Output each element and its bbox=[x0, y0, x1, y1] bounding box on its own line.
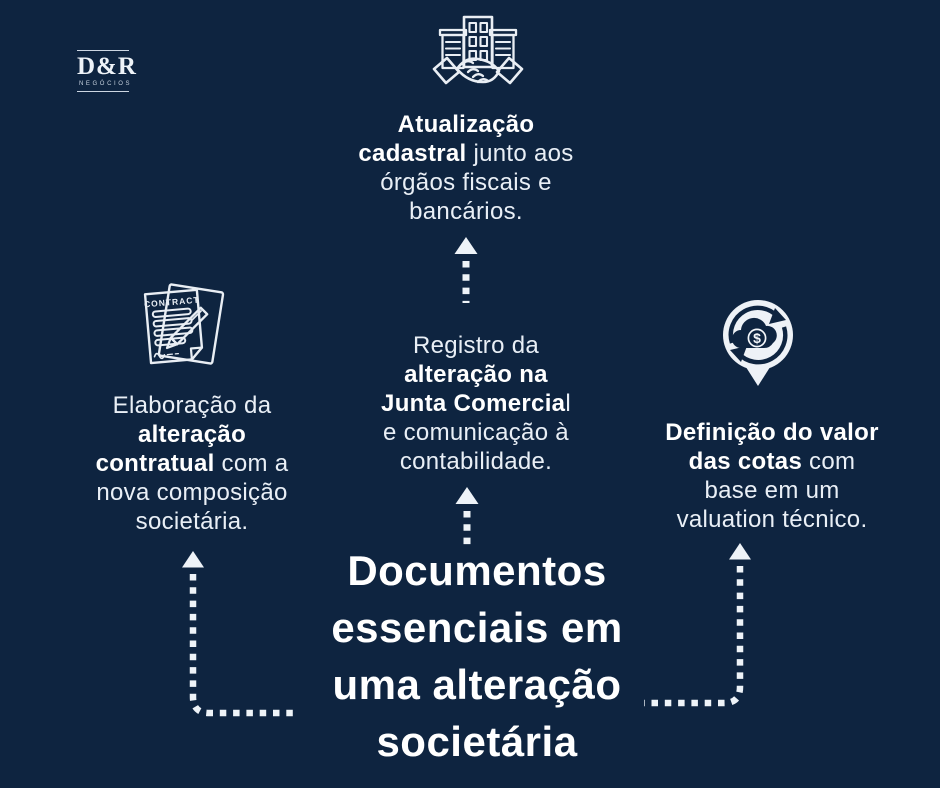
dotted-elbow-arrow-right bbox=[644, 543, 751, 707]
node-left-bold: alteração contratual bbox=[95, 421, 247, 477]
node-left-text: Elaboração da alteração contratual com a… bbox=[42, 391, 342, 536]
brand-logo: D&R NEGÓCIOS bbox=[77, 50, 137, 92]
contract-icon: CONTRACT bbox=[144, 283, 225, 365]
dotted-elbow-arrow-left bbox=[182, 551, 297, 717]
node-left-lead: Elaboração da bbox=[112, 392, 272, 419]
dollar-symbol: $ bbox=[753, 330, 761, 346]
logo-subtitle-text: NEGÓCIOS bbox=[79, 81, 133, 87]
logo-brand-text: D&R bbox=[77, 53, 137, 80]
node-top-regular: junto aos órgãos fiscais e bancários. bbox=[380, 140, 574, 225]
money-cloud-pin-icon: $ bbox=[723, 300, 793, 386]
dotted-arrow-up-top bbox=[454, 237, 478, 303]
buildings-handshake-icon bbox=[432, 15, 524, 85]
node-left-regular: com a nova composição societária. bbox=[96, 450, 289, 535]
node-top-bold: Atualização cadastral bbox=[358, 111, 535, 167]
main-title: Documentos essenciais em uma alteração s… bbox=[331, 547, 623, 765]
node-center-bold: alteração na Junta Comercia bbox=[381, 361, 566, 417]
node-center-text: Registro da alteração na Junta Comercial… bbox=[326, 331, 626, 476]
dotted-arrow-up-center bbox=[455, 487, 479, 547]
node-center-lead: Registro da bbox=[412, 332, 540, 359]
node-right-text: Definição do valor das cotas com base em… bbox=[622, 418, 922, 534]
node-right-bold: Definição do valor das cotas bbox=[665, 419, 879, 475]
node-center-regular: l e comunicação à contabilidade. bbox=[383, 390, 571, 475]
logo-bottom-rule bbox=[77, 91, 129, 92]
logo-top-rule bbox=[77, 50, 129, 51]
node-right-regular: com base em um valuation técnico. bbox=[676, 448, 868, 533]
node-top-text: Atualização cadastral junto aos órgãos f… bbox=[316, 110, 616, 226]
contract-label: CONTRACT bbox=[144, 295, 200, 310]
